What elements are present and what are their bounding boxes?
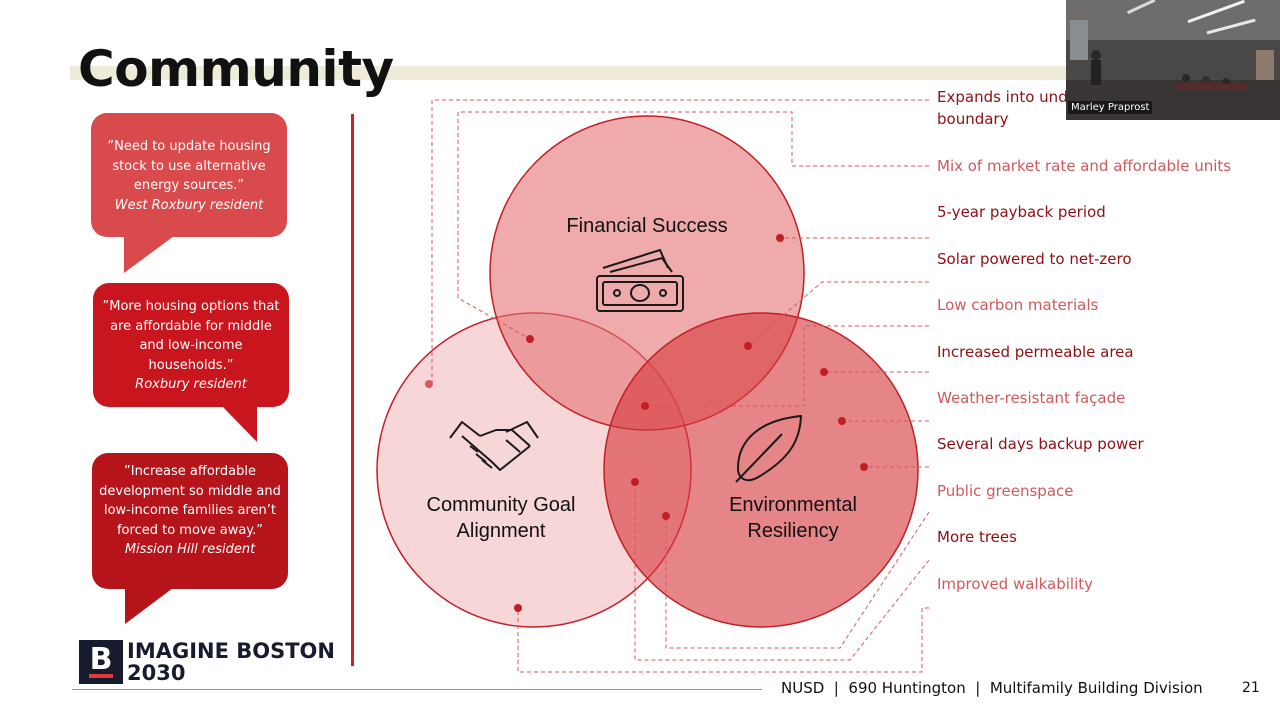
label-line-1: Expands into und xyxy=(937,88,1068,106)
label-facade: Weather-resistant façade xyxy=(937,389,1126,407)
label-walkability: Improved walkability xyxy=(937,575,1093,593)
label-solar: Solar powered to net-zero xyxy=(937,250,1132,268)
quote-attribution: West Roxbury resident xyxy=(114,197,264,213)
community-goal-label-2: Alignment xyxy=(457,520,546,542)
video-person xyxy=(1182,74,1190,82)
connector-4 xyxy=(747,281,929,347)
connector-2 xyxy=(457,111,929,340)
connector-5 xyxy=(645,325,929,407)
quote-attribution: Roxbury resident xyxy=(135,377,247,392)
video-screen xyxy=(1256,50,1274,80)
quote-tail xyxy=(222,406,257,442)
participant-video-thumbnail[interactable] xyxy=(1066,0,1280,120)
video-light xyxy=(1206,18,1256,35)
video-light xyxy=(1126,0,1156,15)
logo-line-2: 2030 xyxy=(127,661,186,685)
dot xyxy=(662,512,670,520)
circle-environmental xyxy=(603,312,919,628)
dot xyxy=(860,463,868,471)
video-scene xyxy=(1066,0,1280,120)
quote-bubble-1: ”Need to update housing stock to use alt… xyxy=(91,113,287,237)
title-band xyxy=(70,66,1070,80)
dot xyxy=(425,380,433,388)
label-expands-boundary: Expands into und boundary xyxy=(937,86,1068,130)
dot xyxy=(641,402,649,410)
logo-line-1: IMAGINE BOSTON xyxy=(127,639,335,663)
video-person xyxy=(1091,60,1101,85)
connector-dots xyxy=(425,234,868,612)
label-permeable: Increased permeable area xyxy=(937,343,1134,361)
vertical-divider xyxy=(351,114,354,666)
logo-text: IMAGINE BOSTON 2030 xyxy=(127,640,335,684)
connector-9 xyxy=(665,511,930,649)
footer-line xyxy=(72,689,762,690)
label-line-2: boundary xyxy=(937,110,1009,128)
label-low-carbon: Low carbon materials xyxy=(937,296,1099,314)
imagine-boston-logo: B xyxy=(79,640,123,684)
label-backup-power: Several days backup power xyxy=(937,435,1144,453)
community-goal-label-1: Community Goal xyxy=(427,494,576,516)
footer-text: NUSD | 690 Huntington | Multifamily Buil… xyxy=(781,679,1203,697)
dot xyxy=(838,417,846,425)
label-greenspace: Public greenspace xyxy=(937,482,1074,500)
money-icon xyxy=(596,248,684,312)
quote-attribution: Mission Hill resident xyxy=(124,542,256,557)
financial-success-label: Financial Success xyxy=(566,215,727,237)
quote-text: ”Need to update housing stock to use alt… xyxy=(107,139,271,193)
leaf-icon xyxy=(735,415,802,483)
venn-circles xyxy=(376,115,919,628)
dot xyxy=(820,368,828,376)
environmental-label-2: Resiliency xyxy=(747,520,838,542)
quote-bubble-2: ”More housing options that are affordabl… xyxy=(93,283,289,407)
quote-tail xyxy=(124,236,174,273)
dot xyxy=(631,478,639,486)
video-light xyxy=(1187,0,1245,24)
video-window xyxy=(1070,20,1088,60)
page-number: 21 xyxy=(1242,680,1260,696)
dot xyxy=(514,604,522,612)
label-more-trees: More trees xyxy=(937,528,1017,546)
dot xyxy=(526,335,534,343)
video-floor xyxy=(1066,80,1280,120)
video-person xyxy=(1202,76,1210,84)
logo-accent-bar xyxy=(89,674,113,678)
connector-10 xyxy=(634,482,930,661)
dot xyxy=(744,342,752,350)
label-payback: 5-year payback period xyxy=(937,203,1106,221)
quote-text: ”More housing options that are affordabl… xyxy=(102,299,280,373)
quote-text: ”Increase affordable development so midd… xyxy=(99,464,281,538)
video-ceiling xyxy=(1066,0,1280,40)
dot xyxy=(776,234,784,242)
quote-tail xyxy=(125,588,173,624)
slide-title: Community xyxy=(78,40,394,98)
label-mix-units: Mix of market rate and affordable units xyxy=(937,157,1232,175)
quote-bubble-3: ”Increase affordable development so midd… xyxy=(92,453,288,589)
video-chairs xyxy=(1176,84,1246,90)
logo-letter: B xyxy=(89,642,113,677)
connector-1 xyxy=(431,99,929,384)
connector-11 xyxy=(517,607,929,673)
environmental-label-1: Environmental xyxy=(729,494,857,516)
handshake-icon xyxy=(449,421,539,471)
connector-lines xyxy=(431,99,930,673)
participant-name: Marley Praprost xyxy=(1068,101,1153,114)
video-person xyxy=(1091,50,1101,60)
